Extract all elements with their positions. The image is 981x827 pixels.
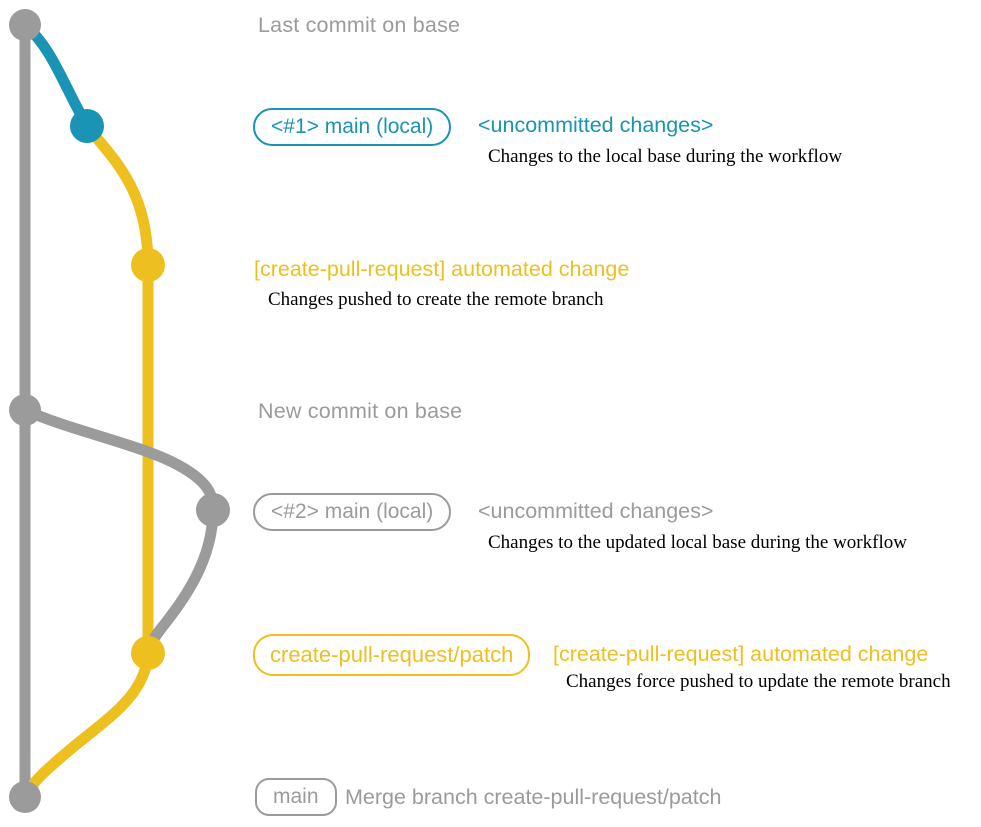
commit-message-automated-1: [create-pull-request] automated change	[254, 257, 630, 281]
rebase-in-curve	[142, 504, 219, 659]
commit-message-uncommitted-2: <uncommitted changes>	[478, 499, 714, 523]
branch-badge-main-local-1: <#1> main (local)	[253, 108, 452, 146]
commit-node-automated-2	[131, 636, 165, 670]
commit-note-uncommitted-1: Changes to the local base during the wor…	[488, 146, 843, 167]
new-commit-label: New commit on base	[258, 399, 463, 423]
commit-node-uncommitted-2	[196, 493, 230, 527]
commit-message-uncommitted-1: <uncommitted changes>	[478, 113, 714, 137]
branch-badge-patch: create-pull-request/patch	[253, 634, 531, 676]
commit-node-automated-1	[131, 248, 165, 282]
commit-node-merge	[9, 781, 41, 813]
patch-branch-line	[81, 120, 154, 659]
commit-note-automated-2: Changes force pushed to update the remot…	[566, 671, 951, 692]
commit-node-uncommitted-1	[70, 109, 104, 143]
commit-node-new-base	[9, 394, 41, 426]
branch-badge-main: main	[255, 778, 337, 816]
commit-note-uncommitted-2: Changes to the updated local base during…	[488, 532, 907, 553]
commit-note-automated-1: Changes pushed to create the remote bran…	[268, 289, 604, 310]
commit-node-last-base	[9, 9, 41, 41]
rebase-out-curve	[19, 404, 219, 516]
commit-message-automated-2: [create-pull-request] automated change	[553, 642, 929, 666]
merge-curve	[19, 647, 154, 803]
last-commit-label: Last commit on base	[258, 13, 461, 37]
branch-badge-main-local-2: <#2> main (local)	[253, 493, 452, 531]
local-main-branch-curve	[19, 19, 93, 132]
commit-message-merge: Merge branch create-pull-request/patch	[345, 785, 722, 809]
